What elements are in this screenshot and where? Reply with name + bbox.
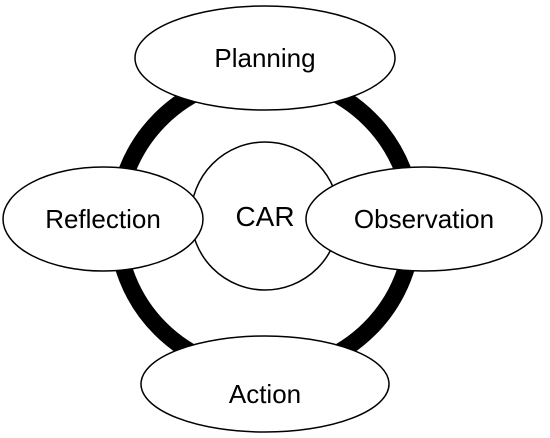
node-observation: Observation bbox=[305, 166, 543, 272]
node-reflection-label: Reflection bbox=[45, 204, 161, 234]
node-planning-ellipse bbox=[134, 5, 396, 111]
center-node: CAR bbox=[190, 141, 340, 291]
center-label: CAR bbox=[235, 201, 294, 232]
node-planning: Planning bbox=[134, 5, 396, 111]
node-planning-label: Planning bbox=[214, 43, 315, 73]
node-action-label: Action bbox=[229, 379, 301, 409]
node-reflection: Reflection bbox=[2, 166, 204, 272]
node-reflection-ellipse bbox=[2, 166, 204, 272]
node-observation-label: Observation bbox=[354, 204, 494, 234]
node-action-ellipse bbox=[140, 335, 390, 433]
node-observation-ellipse bbox=[305, 166, 543, 272]
node-action: Action bbox=[140, 335, 390, 433]
